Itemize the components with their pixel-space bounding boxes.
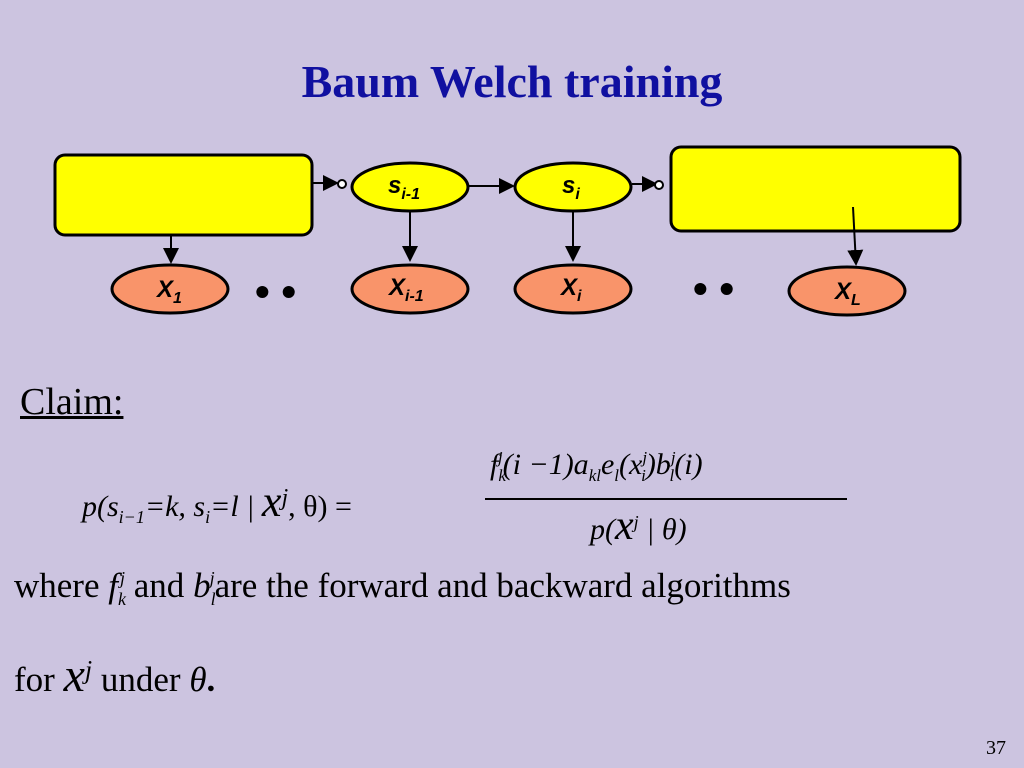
emission-label-x-prev: X — [387, 274, 407, 301]
formula-denominator: p(xj | θ) — [590, 503, 687, 549]
svg-text:Xi: Xi — [559, 274, 582, 305]
emission-node-xL — [787, 265, 907, 317]
svg-text:X1: X1 — [155, 276, 182, 307]
connector-dot-right — [654, 180, 664, 190]
arrow-right-block-to-xL — [847, 206, 864, 266]
ellipsis-right: • • — [693, 265, 734, 312]
slide-title: Baum Welch training — [301, 56, 723, 107]
claim-label: Claim: — [20, 381, 124, 423]
ellipsis-left: • • — [255, 268, 296, 315]
state-label-s-i: s — [562, 172, 575, 199]
emission-label-x1: X — [155, 276, 175, 303]
svg-text:XL: XL — [833, 278, 861, 309]
for-line: for xj under θ. — [14, 649, 216, 702]
emission-node-x1 — [110, 263, 230, 315]
page-number: 37 — [986, 737, 1006, 759]
claim-formula: p(si−1=k, si=l | xj, θ) = fkj(i −1)aklel… — [60, 448, 860, 558]
formula-numerator: fkj(i −1)aklel(xji)bjl(i) — [490, 448, 703, 485]
left-state-block — [53, 153, 314, 237]
fraction-bar — [485, 498, 847, 500]
connector-dot-left — [337, 179, 347, 189]
right-state-block — [669, 145, 962, 233]
state-label-s-prev: s — [388, 172, 401, 199]
svg-text:si: si — [562, 172, 580, 203]
svg-text:Xi-1: Xi-1 — [387, 274, 424, 305]
svg-text:si-1: si-1 — [388, 172, 420, 203]
where-line: where fkj and bljare the forward and bac… — [14, 566, 791, 609]
emission-label-x-i: X — [559, 274, 579, 301]
emission-node-x-prev — [350, 263, 470, 315]
hmm-diagram: si-1 si X1 Xi-1 Xi XL • • • • — [53, 145, 962, 317]
formula-lhs: p(si−1=k, si=l | xj, θ) = — [82, 477, 352, 527]
emission-label-xL: X — [833, 278, 853, 305]
emission-node-x-i — [513, 263, 633, 315]
